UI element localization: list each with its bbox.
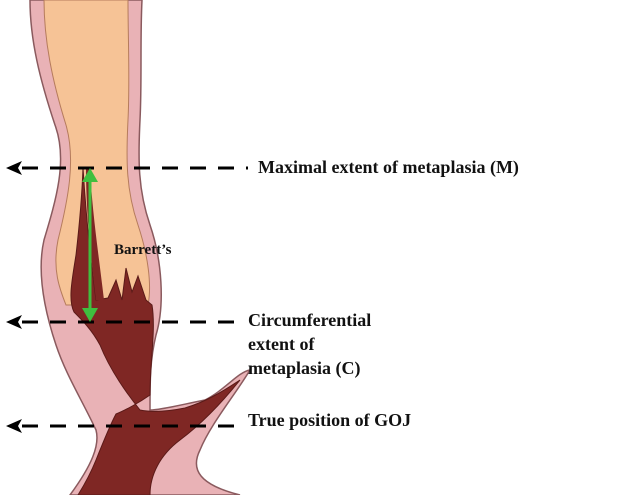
label-circumferential-line2: extent of (248, 334, 315, 354)
label-circumferential-extent: Circumferential extent of metaplasia (C) (248, 308, 371, 380)
maximal-arrowhead (6, 161, 22, 175)
label-maximal-extent: Maximal extent of metaplasia (M) (258, 157, 519, 177)
barretts-length-arrow (82, 168, 98, 322)
label-circumferential-line3: metaplasia (C) (248, 358, 361, 378)
label-goj-position: True position of GOJ (248, 410, 412, 430)
barretts-mucosa (70, 167, 241, 495)
goj-arrowhead (6, 419, 22, 433)
guide-lines (22, 166, 248, 428)
guide-arrowheads (6, 161, 22, 433)
label-circumferential-line1: Circumferential (248, 310, 372, 330)
circumferential-arrowhead (6, 315, 22, 329)
label-barretts: Barrett’s (114, 242, 172, 258)
